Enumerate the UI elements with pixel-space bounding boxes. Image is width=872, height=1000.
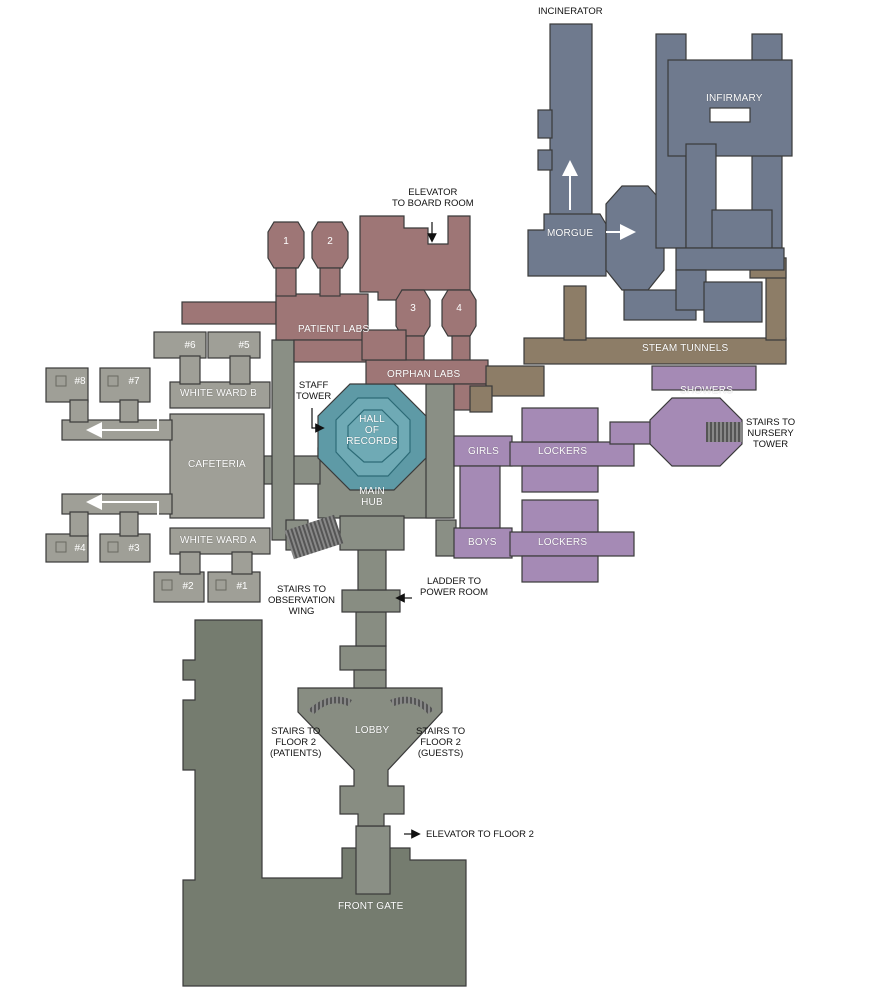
label-line: POWER ROOM xyxy=(420,587,489,598)
showers-room xyxy=(649,397,743,467)
locker-area xyxy=(453,365,757,583)
lobby-stairs xyxy=(308,696,434,714)
label-line: HUB xyxy=(361,497,383,508)
girls-label: GIRLS xyxy=(468,446,500,457)
label-line: STAIRS TO xyxy=(416,726,466,737)
ladder-power-label: LADDER TO POWER ROOM xyxy=(420,576,488,598)
lockers-top-room xyxy=(509,441,635,467)
label-line: NURSERY xyxy=(747,428,794,439)
showers-label: SHOWERS xyxy=(680,385,734,396)
cafeteria-room xyxy=(169,413,265,519)
stairs-guests-label: STAIRS TO FLOOR 2 (GUESTS) xyxy=(416,726,465,759)
label-line: FLOOR 2 xyxy=(275,737,317,748)
label-line: MAIN xyxy=(359,486,385,497)
label-line: STAIRS TO xyxy=(271,726,321,737)
lab-number: 1 xyxy=(283,236,289,247)
label-line: STAFF xyxy=(298,380,329,391)
morgue-label: MORGUE xyxy=(547,228,594,239)
ward-room-number: #2 xyxy=(182,581,194,592)
hall-of-records-room xyxy=(317,383,427,491)
ward-room-number: #5 xyxy=(238,340,250,351)
lab-number: 3 xyxy=(410,303,416,314)
map-arrows xyxy=(86,160,636,839)
label-line: STAIRS TO xyxy=(746,417,796,428)
white-ward-b-room xyxy=(169,381,271,409)
lobby-area xyxy=(297,547,443,827)
stairs-observation-label: STAIRS TO OBSERVATION WING xyxy=(268,584,335,617)
label-line: LADDER TO xyxy=(427,576,482,587)
label-line: TOWER xyxy=(296,391,332,402)
label-line: RECORDS xyxy=(346,436,398,447)
front-gate-building xyxy=(182,619,467,987)
boys-label: BOYS xyxy=(468,537,497,548)
white-ward-a-label: WHITE WARD A xyxy=(180,535,257,546)
lab-number: 2 xyxy=(327,236,333,247)
ward-room-number: #1 xyxy=(236,581,248,592)
white-ward-a-room xyxy=(169,527,271,555)
ward-room-number: #8 xyxy=(74,376,86,387)
morgue-room xyxy=(527,213,607,277)
label-line: TOWER xyxy=(752,439,789,450)
lockers-bottom-room xyxy=(509,531,635,557)
label-line: OBSERVATION xyxy=(268,595,336,606)
label-line: HALL xyxy=(359,414,385,425)
white-ward-b-label: WHITE WARD B xyxy=(180,388,258,399)
lockers-top-label: LOCKERS xyxy=(538,446,588,457)
morgue-infirmary-area xyxy=(527,23,793,323)
ward-area xyxy=(45,331,271,603)
elevator-board-room-label: ELEVATOR TO BOARD ROOM xyxy=(392,187,474,209)
ward-room-number: #6 xyxy=(184,340,196,351)
ward-room-number: #3 xyxy=(128,543,140,554)
lobby-label: LOBBY xyxy=(355,725,390,736)
front-gate-label: FRONT GATE xyxy=(338,901,404,912)
hall-of-records-label: HALL OF RECORDS xyxy=(346,414,398,447)
label-line: (GUESTS) xyxy=(417,748,464,759)
orphan-labs-label: ORPHAN LABS xyxy=(387,369,461,380)
orphan-labs-room xyxy=(365,359,489,385)
patient-labs-label: PATIENT LABS xyxy=(298,324,370,335)
incinerator-label: INCINERATOR xyxy=(538,6,603,17)
staff-tower-label: STAFF TOWER xyxy=(296,380,331,402)
cafeteria-label: CAFETERIA xyxy=(188,459,246,470)
label-line: OF xyxy=(364,425,380,436)
stairs-nursery-label: STAIRS TO NURSERY TOWER xyxy=(746,417,795,450)
stairs-observation-wing xyxy=(284,514,344,560)
ward-room-number: #4 xyxy=(74,543,86,554)
main-hub-label: MAIN HUB xyxy=(354,486,390,508)
label-line: WING xyxy=(288,606,315,617)
stairs-patients-label: STAIRS TO FLOOR 2 (PATIENTS) xyxy=(270,726,321,759)
lab-area xyxy=(181,215,489,411)
label-line: ELEVATOR xyxy=(408,187,458,198)
boys-room xyxy=(453,527,513,559)
lockers-bottom-label: LOCKERS xyxy=(538,537,588,548)
label-line: (PATIENTS) xyxy=(270,748,322,759)
ward-room-number: #7 xyxy=(128,376,140,387)
elevator-floor2-label: ELEVATOR TO FLOOR 2 xyxy=(426,829,534,840)
ward-room-markers xyxy=(55,375,227,591)
steam-tunnels-label: STEAM TUNNELS xyxy=(642,343,729,354)
label-line: FLOOR 2 xyxy=(420,737,461,748)
label-line: STAIRS TO xyxy=(276,584,327,595)
infirmary-label: INFIRMARY xyxy=(706,93,763,104)
label-line: TO BOARD ROOM xyxy=(392,198,474,209)
lab-number: 4 xyxy=(456,303,462,314)
